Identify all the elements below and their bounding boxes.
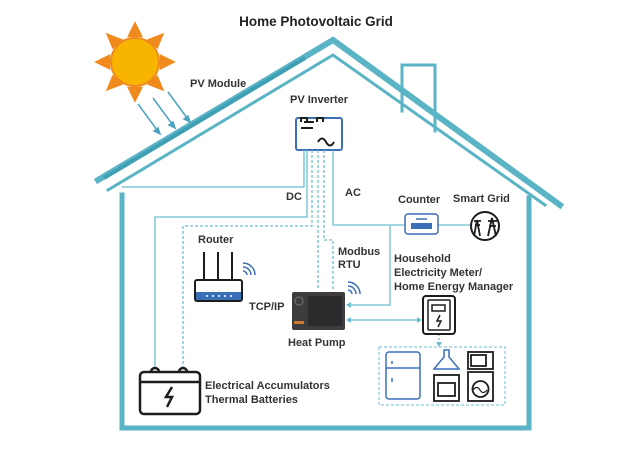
modbus-label-line2: RTU: [338, 259, 361, 271]
counter-icon: [404, 213, 439, 235]
sunlight-arrows: [137, 91, 192, 136]
sun-icon: [94, 21, 176, 103]
fridge-icon: [385, 351, 421, 400]
pv-module-panel: [102, 56, 307, 180]
diagram-title: Home Photovoltaic Grid: [239, 14, 393, 29]
modbus-label-line1: Modbus: [338, 246, 380, 258]
appliances-group: [378, 346, 506, 406]
arrowheads: [346, 302, 442, 347]
battery-icon: [138, 366, 202, 416]
energy-meter-icon: [422, 295, 456, 335]
smart-grid-icon: [470, 211, 500, 241]
tcp-ip-label: TCP/IP: [249, 301, 284, 313]
ac-label: AC: [345, 187, 361, 199]
router-icon: [194, 252, 243, 302]
microwave-icon: [467, 351, 494, 370]
pv-inverter-icon: [295, 117, 343, 151]
oven-icon: [433, 374, 460, 402]
dc-label: DC: [286, 191, 302, 203]
household-label-line3: Home Energy Manager: [394, 281, 514, 293]
smart-grid-label: Smart Grid: [453, 193, 510, 205]
wifi-icon: [242, 262, 256, 276]
range-hood-icon: [432, 349, 461, 370]
heat-pump-label: Heat Pump: [288, 337, 346, 349]
wifi-icon: [347, 281, 361, 295]
household-label-line1: Household: [394, 253, 451, 265]
router-label: Router: [198, 234, 234, 246]
accumulators-label-line1: Electrical Accumulators: [205, 380, 330, 392]
pv-inverter-label: PV Inverter: [290, 94, 349, 106]
washing-machine-icon: [467, 371, 494, 402]
pv-module-label: PV Module: [190, 78, 246, 90]
accumulators-label-line2: Thermal Batteries: [205, 394, 298, 406]
household-label-line2: Electricity Meter/: [394, 267, 482, 279]
wiring: [122, 150, 470, 368]
counter-label: Counter: [398, 194, 441, 206]
heat-pump-icon: [292, 292, 345, 330]
